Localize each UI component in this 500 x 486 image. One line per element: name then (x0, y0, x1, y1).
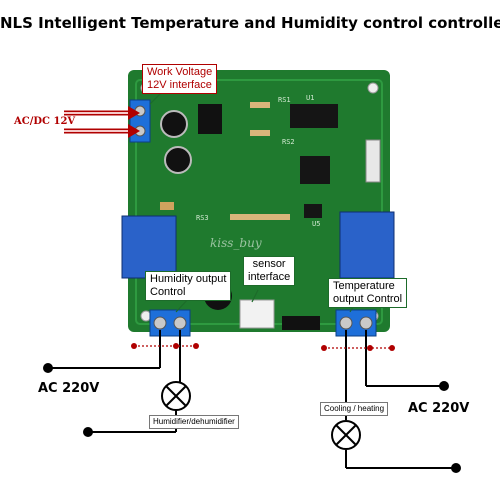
callout-sensor-line2: interface (248, 271, 291, 283)
sensor-pointer (251, 289, 259, 303)
power-arrow-2-head (128, 124, 140, 138)
left-node-red-3 (193, 343, 199, 349)
left-node-ac-bottom (83, 427, 93, 437)
right-node-red-1 (321, 345, 327, 351)
humidity-screw-1 (153, 316, 167, 330)
callout-sensor: sensor interface (243, 256, 296, 286)
resistor-2 (250, 130, 270, 136)
temperature-screw-2 (359, 316, 373, 330)
callout-temperature-line1: Temperature (333, 280, 395, 292)
callout-humidity-line2: Control (150, 286, 186, 298)
power-input-arrows (64, 106, 140, 138)
temperature-screw-1 (339, 316, 353, 330)
led-1 (160, 202, 174, 210)
right-nodes (321, 345, 461, 473)
callout-humidity: Humidity output Control (145, 271, 232, 301)
resistor-1 (250, 102, 270, 108)
silk-u5: U5 (312, 220, 321, 228)
callout-temperature: Temperature output Control (328, 278, 408, 308)
silk-rs1: RS1 (278, 96, 291, 104)
diagram-title: NLS Intelligent Temperature and Humidity… (0, 14, 500, 32)
right-node-ac-top (439, 381, 449, 391)
right-node-red-2 (367, 345, 373, 351)
silk-rs2: RS2 (282, 138, 295, 146)
humidity-screw-2 (173, 316, 187, 330)
sensor-connector (239, 299, 275, 329)
silk-rs3: RS3 (196, 214, 209, 222)
pin-header (365, 139, 381, 183)
ac-label-left: AC 220V (38, 381, 100, 396)
mount-hole-tr (367, 82, 379, 94)
watermark: kiss_buy (210, 236, 262, 250)
left-node-ac-top (43, 363, 53, 373)
left-nodes (43, 343, 199, 437)
ic-small (304, 204, 322, 218)
callout-sensor-line1: sensor (252, 258, 286, 270)
left-node-red-2 (173, 343, 179, 349)
right-node-red-3 (389, 345, 395, 351)
power-arrow-1-head (128, 106, 140, 120)
lamp-label-right: Cooling / heating (320, 402, 389, 416)
callout-work-voltage-line1: Work Voltage (147, 66, 213, 78)
power-input-label: AC/DC 12V (14, 116, 76, 127)
ac-label-right: AC 220V (408, 401, 470, 416)
callout-humidity-line1: Humidity output (150, 273, 227, 285)
capacitor-2 (164, 146, 192, 174)
ic-u1 (290, 104, 338, 128)
left-lamp-x2 (165, 385, 187, 407)
pcb-substrate (128, 70, 390, 332)
resistor-3 (230, 214, 290, 220)
small-connector (282, 316, 320, 330)
silk-u1: U1 (306, 94, 315, 102)
callout-work-voltage-line2: 12V interface (147, 79, 212, 91)
lamp-label-left: Humidifier/dehumidifier (149, 415, 239, 429)
callout-work-voltage: Work Voltage 12V interface (142, 64, 218, 94)
callout-temperature-line2: output Control (333, 293, 403, 305)
right-lamp-x2 (335, 424, 357, 446)
ic-mcu (300, 156, 330, 184)
capacitor-1 (160, 110, 188, 138)
right-node-ac-bottom (451, 463, 461, 473)
relay-humidity (121, 215, 177, 279)
regulator-ic (198, 104, 222, 134)
left-node-red-1 (131, 343, 137, 349)
relay-temperature (339, 211, 395, 279)
